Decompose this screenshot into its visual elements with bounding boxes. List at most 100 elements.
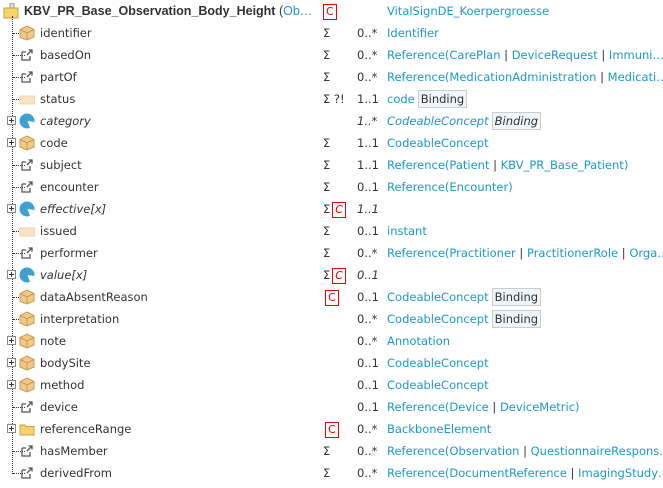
- type-link[interactable]: code: [387, 92, 415, 106]
- binding-badge[interactable]: Binding: [491, 310, 542, 328]
- type-link[interactable]: DeviceRequest: [511, 48, 598, 62]
- type-link[interactable]: Reference(: [387, 444, 450, 458]
- type-link[interactable]: Reference(: [387, 48, 450, 62]
- type-link[interactable]: CodeableConcept: [387, 356, 489, 370]
- tree-connector: [13, 33, 25, 34]
- expand-toggle[interactable]: [7, 336, 16, 345]
- type-link[interactable]: Observation: [449, 444, 520, 458]
- type-link[interactable]: ): [575, 400, 580, 414]
- type-link[interactable]: Reference(: [387, 466, 450, 480]
- type-link[interactable]: ImagingStudy…: [578, 466, 663, 480]
- binding-badge[interactable]: Binding: [491, 112, 542, 130]
- type-link[interactable]: Device: [449, 400, 489, 414]
- type-link[interactable]: CodeableConcept: [387, 136, 489, 150]
- binding-badge[interactable]: Binding: [491, 288, 542, 306]
- type-link[interactable]: DeviceMetric: [499, 400, 576, 414]
- root-row[interactable]: KBV_PR_Base_Observation_Body_Height (Ob……: [0, 0, 663, 22]
- choice-icon: [19, 267, 35, 283]
- type-link[interactable]: DocumentReference: [449, 466, 567, 480]
- type-link[interactable]: CodeableConcept: [387, 378, 489, 392]
- type-link[interactable]: KBV_PR_Base_Patient: [500, 158, 624, 172]
- type-link[interactable]: QuestionnaireRespons…: [530, 444, 663, 458]
- type-link[interactable]: CodeableConcept: [387, 290, 489, 304]
- type-link[interactable]: Orga…: [629, 246, 663, 260]
- element-type: BackboneElement: [387, 418, 491, 440]
- type-link[interactable]: CodeableConcept: [387, 312, 489, 326]
- type-link[interactable]: CodeableConcept: [387, 114, 489, 128]
- type-link[interactable]: CarePlan: [449, 48, 501, 62]
- type-link[interactable]: Reference(: [387, 180, 450, 194]
- reference-icon: [19, 443, 35, 459]
- type-link[interactable]: Practitioner: [449, 246, 516, 260]
- type-link[interactable]: ): [508, 180, 513, 194]
- expand-toggle[interactable]: [7, 116, 16, 125]
- element-name: referenceRange: [40, 422, 132, 436]
- element-type: CodeableConcept: [387, 374, 489, 396]
- type-link[interactable]: BackboneElement: [387, 422, 492, 436]
- binding-badge[interactable]: Binding: [417, 90, 468, 108]
- expand-toggle[interactable]: [7, 380, 16, 389]
- cardinality: 1..1: [357, 202, 379, 216]
- type-link[interactable]: PractitionerRole: [526, 246, 619, 260]
- complex-icon: [19, 333, 35, 349]
- type-link[interactable]: Reference(: [387, 158, 450, 172]
- type-link[interactable]: ): [623, 158, 629, 172]
- cardinality: 0..1: [357, 356, 379, 370]
- primitive-icon: [19, 223, 36, 239]
- type-link[interactable]: Reference(: [387, 70, 450, 84]
- tree-connector: [13, 253, 25, 254]
- profile-type-link[interactable]: VitalSignDE_Koerpergroesse: [387, 4, 550, 18]
- expand-toggle[interactable]: [7, 358, 16, 367]
- cardinality: 1..1: [357, 92, 379, 106]
- type-link[interactable]: MedicationAdministration: [449, 70, 597, 84]
- type-link[interactable]: Annotation: [387, 334, 451, 348]
- type-link[interactable]: Patient: [449, 158, 490, 172]
- type-link[interactable]: Identifier: [387, 26, 439, 40]
- element-name: method: [40, 378, 85, 392]
- type-link[interactable]: Medicati…: [607, 70, 663, 84]
- element-name: derivedFrom: [40, 466, 112, 480]
- element-name: category: [40, 114, 91, 128]
- type-link[interactable]: instant: [387, 224, 427, 238]
- type-link[interactable]: Reference(: [387, 400, 450, 414]
- expand-toggle[interactable]: [7, 270, 16, 279]
- constraint-badge: C: [332, 268, 346, 284]
- expand-toggle[interactable]: [7, 424, 16, 433]
- expand-toggle[interactable]: [7, 204, 16, 213]
- flag-text: Σ: [323, 26, 331, 40]
- element-name: issued: [40, 224, 77, 238]
- type-link[interactable]: Reference(: [387, 246, 450, 260]
- base-link[interactable]: Ob…: [283, 4, 313, 18]
- element-name: hasMember: [40, 444, 108, 458]
- element-flags: Σ ?!: [323, 88, 345, 110]
- type-link[interactable]: Immuni…: [608, 48, 663, 62]
- cardinality: 0..*: [357, 48, 378, 62]
- element-name: effective[x]: [40, 202, 107, 216]
- cardinality: 0..*: [357, 312, 378, 326]
- element-flags: Σ: [323, 66, 330, 88]
- expand-toggle[interactable]: [7, 138, 16, 147]
- type-link[interactable]: Encounter: [449, 180, 509, 194]
